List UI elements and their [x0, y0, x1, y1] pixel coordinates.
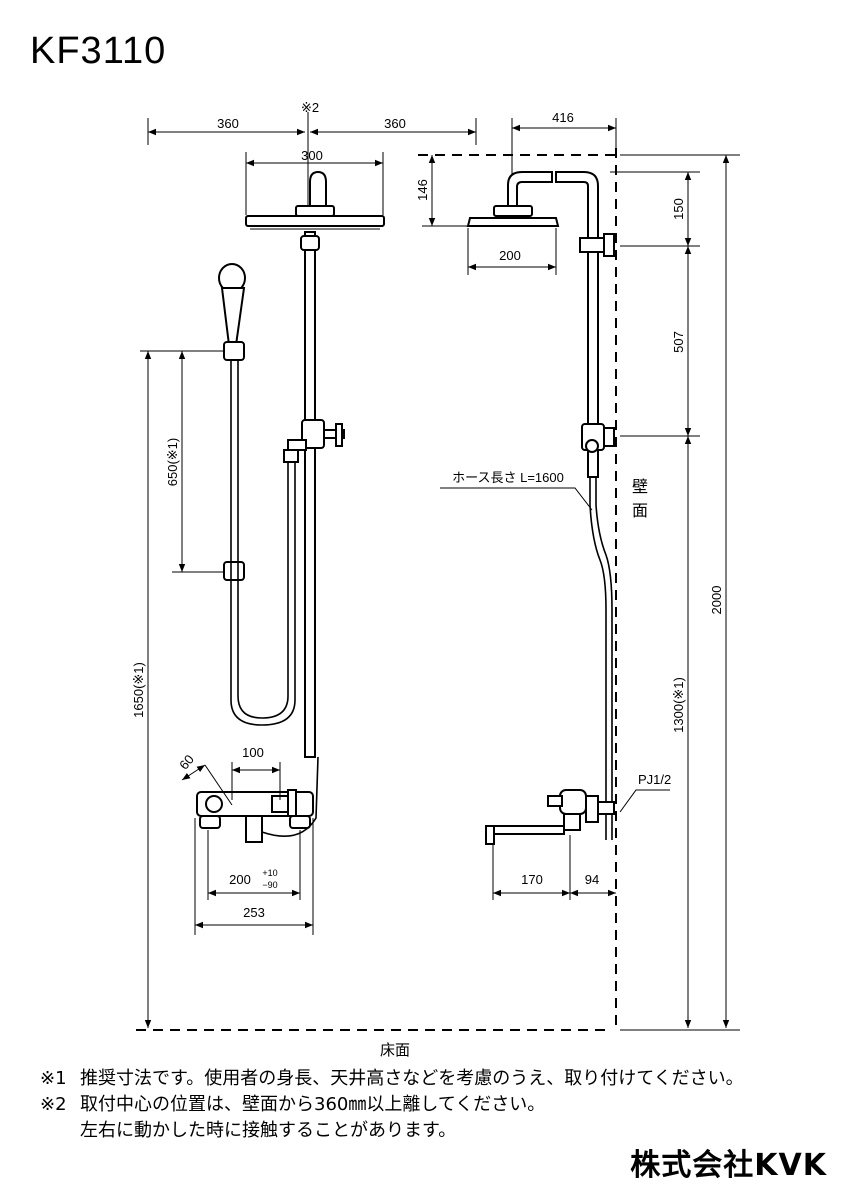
floor-label: 床面: [380, 1042, 410, 1059]
tol-minus: −90: [262, 880, 277, 890]
mixing-valve-side: [485, 789, 615, 845]
company-name: 株式会社KVK: [630, 1148, 827, 1183]
dim-60: 60: [176, 752, 197, 773]
hose-side-inner: [595, 478, 613, 840]
dim-1300: 1300(※1): [671, 677, 686, 733]
ext-line: [204, 764, 233, 806]
note-2: ※2 取付中心の位置は、壁面から360㎜以上離してください。: [40, 1092, 744, 1118]
wall-label-2: 面: [632, 503, 648, 520]
note-1: ※1 推奨寸法です。使用者の身長、天井高さなどを考慮のうえ、取り付けてください。: [40, 1066, 744, 1092]
note-text: 推奨寸法です。使用者の身長、天井高さなどを考慮のうえ、取り付けてください。: [80, 1068, 744, 1089]
dim-150: 150: [671, 198, 686, 220]
dim-line-60: [181, 764, 206, 781]
hose-front: [230, 360, 296, 726]
dim-mark-2: ※2: [301, 100, 319, 115]
overhead-arm-side: [466, 171, 615, 257]
hand-shower-front: [218, 263, 246, 581]
note-mark: ※2: [40, 1094, 67, 1115]
dim-300: 300: [301, 148, 323, 163]
dim-200: 200: [229, 872, 251, 887]
hose-to-valve: [261, 756, 319, 838]
wall-label: 壁面: [640, 448, 642, 451]
dim-360-right: 360: [384, 116, 406, 131]
dim-1650: 1650(※1): [131, 662, 146, 718]
tol-plus: +10: [262, 868, 277, 878]
dim-2000: 2000: [709, 586, 724, 615]
note-3: 左右に動かした時に接触することがあります。: [40, 1118, 744, 1144]
note-text: 左右に動かした時に接触することがあります。: [80, 1120, 457, 1141]
slide-bar-side: [581, 251, 615, 478]
pj-label: PJ1/2: [638, 772, 671, 787]
dim-side-200: 200: [499, 248, 521, 263]
wall-label-1: 壁: [632, 477, 648, 496]
dim-507: 507: [671, 331, 686, 353]
model-title: KF3110: [30, 30, 167, 72]
note-mark: ※1: [40, 1068, 67, 1089]
hose-front-inner: [237, 360, 289, 719]
dim-360-left: 360: [217, 116, 239, 131]
hose-leader: [440, 487, 593, 511]
hose-label: ホース長さ L=1600: [452, 470, 564, 485]
dim-100: 100: [242, 745, 264, 760]
dim-253: 253: [243, 905, 265, 920]
note-text: 取付中心の位置は、壁面から360㎜以上離してください。: [80, 1094, 546, 1115]
overhead-shower-head-front: [245, 170, 385, 230]
dim-146: 146: [415, 179, 430, 201]
dim-416: 416: [552, 110, 574, 125]
pj-leader: [619, 789, 670, 813]
mixing-valve-front: [196, 789, 314, 843]
dim-170: 170: [521, 872, 543, 887]
dim-94: 94: [585, 872, 599, 887]
dim-650: 650(※1): [165, 438, 180, 486]
slide-bar-front: [283, 231, 345, 758]
hose-side: [589, 478, 607, 840]
